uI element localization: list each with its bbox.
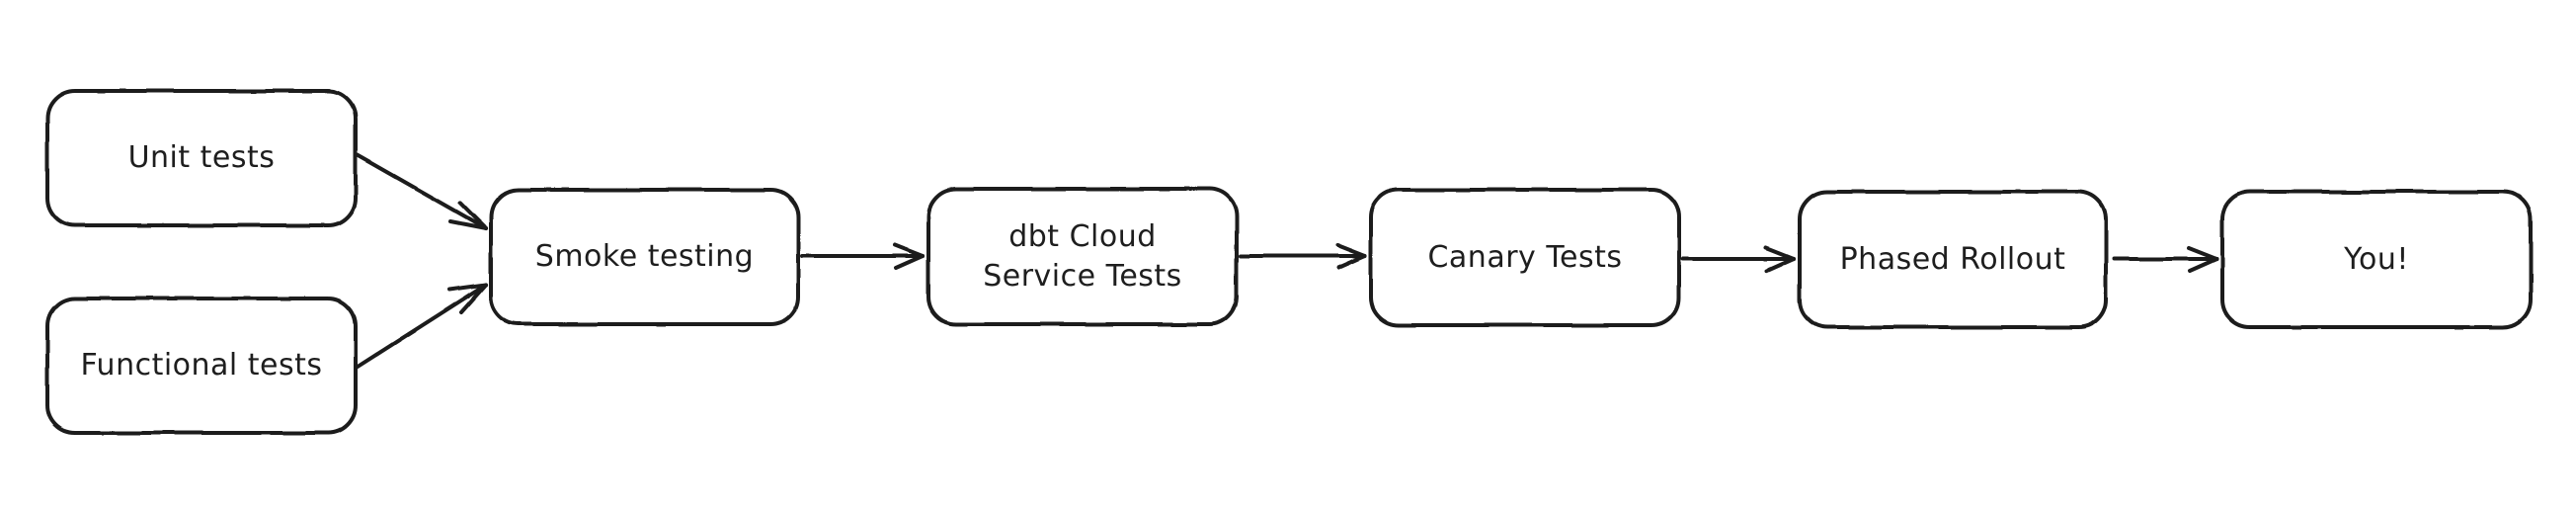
node-smoke-testing[interactable] <box>491 190 798 324</box>
node-canary-tests[interactable] <box>1371 190 1679 325</box>
node-shape-unit-tests <box>45 89 358 227</box>
edge-smoke-to-dbt <box>800 243 925 270</box>
node-functional-tests[interactable] <box>47 298 356 433</box>
node-shape-smoke-testing <box>489 188 800 326</box>
edge-phased-to-you <box>2112 246 2218 273</box>
edge-functional-to-smoke <box>356 283 488 369</box>
node-shape-dbt-cloud-service-tests <box>926 187 1239 326</box>
node-phased-rollout[interactable] <box>1800 192 2106 327</box>
node-shape-canary-tests <box>1369 188 1681 327</box>
node-shape-phased-rollout <box>1798 190 2108 329</box>
edge-canary-to-phased <box>1681 246 1796 273</box>
edge-unit-to-smoke <box>356 153 488 230</box>
node-shape-you <box>2220 190 2533 329</box>
node-unit-tests[interactable] <box>47 91 356 225</box>
node-dbt-cloud-service-tests[interactable] <box>928 189 1237 324</box>
node-shape-functional-tests <box>45 297 358 435</box>
node-you[interactable] <box>2222 192 2531 327</box>
edge-dbt-to-canary <box>1239 243 1367 270</box>
